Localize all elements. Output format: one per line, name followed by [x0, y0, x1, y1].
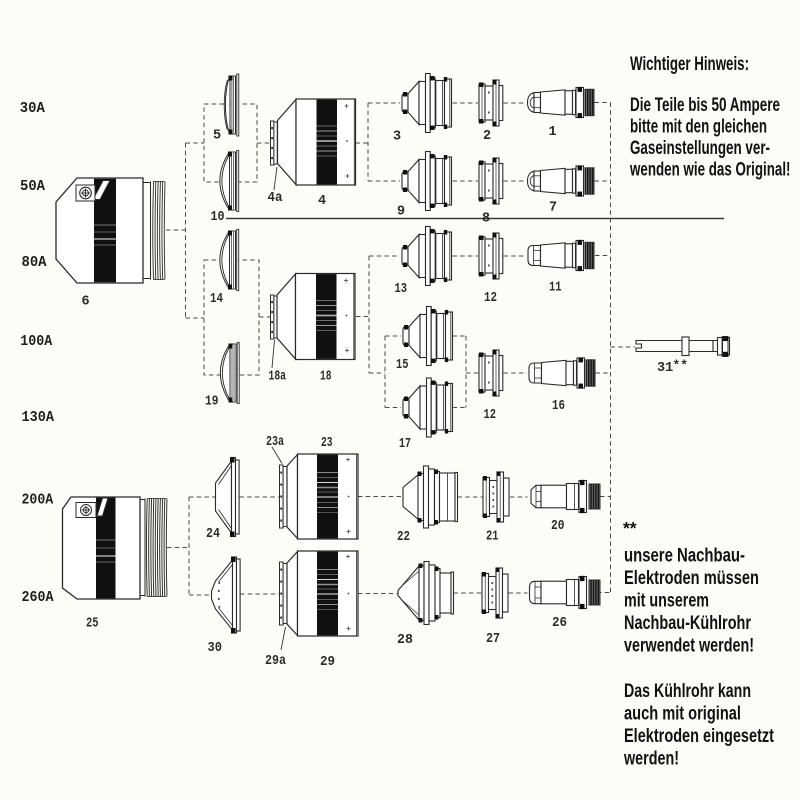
svg-text:**: ** — [673, 358, 689, 373]
svg-text:Das Kühlrohr kann: Das Kühlrohr kann — [624, 681, 751, 702]
svg-text:werden!: werden! — [623, 749, 679, 770]
svg-text:17: 17 — [399, 437, 411, 452]
svg-text:6: 6 — [82, 295, 90, 310]
svg-text:unsere Nachbau-: unsere Nachbau- — [624, 546, 745, 567]
svg-text:Nachbau-Kühlrohr: Nachbau-Kühlrohr — [624, 613, 751, 634]
svg-text:31: 31 — [657, 361, 673, 376]
svg-text:13: 13 — [395, 282, 408, 297]
svg-text:22: 22 — [397, 530, 410, 545]
svg-text:3: 3 — [393, 130, 401, 145]
svg-text:27: 27 — [486, 632, 500, 647]
svg-text:Elektroden müssen: Elektroden müssen — [624, 568, 759, 589]
svg-text:30: 30 — [208, 641, 223, 656]
svg-text:50A: 50A — [20, 179, 45, 195]
svg-text:18: 18 — [320, 370, 332, 385]
svg-text:verwendet werden!: verwendet werden! — [624, 636, 754, 657]
svg-text:18a: 18a — [269, 370, 287, 385]
svg-text:bitte mit den gleichen: bitte mit den gleichen — [630, 117, 767, 138]
svg-text:12: 12 — [484, 291, 497, 306]
svg-text:Gaseinstellungen ver-: Gaseinstellungen ver- — [630, 138, 770, 159]
svg-text:24: 24 — [206, 527, 220, 542]
svg-text:260A: 260A — [22, 590, 54, 606]
svg-text:200A: 200A — [22, 493, 54, 509]
svg-text:Elektroden eingesetzt: Elektroden eingesetzt — [624, 726, 775, 747]
svg-text:23a: 23a — [266, 435, 284, 450]
svg-text:28: 28 — [397, 633, 413, 648]
svg-text:**: ** — [623, 518, 637, 538]
svg-text:Wichtiger Hinweis:: Wichtiger Hinweis: — [630, 54, 749, 75]
svg-text:auch mit original: auch mit original — [624, 704, 741, 725]
svg-text:130A: 130A — [22, 410, 55, 426]
svg-text:11: 11 — [549, 281, 562, 296]
svg-text:7: 7 — [549, 201, 557, 216]
svg-text:80A: 80A — [22, 255, 47, 271]
svg-text:8: 8 — [482, 212, 490, 227]
svg-text:30A: 30A — [20, 101, 45, 117]
svg-text:29a: 29a — [265, 654, 286, 669]
svg-text:20: 20 — [551, 519, 565, 534]
svg-text:14: 14 — [210, 292, 223, 307]
svg-text:19: 19 — [205, 395, 219, 410]
svg-text:12: 12 — [484, 408, 497, 423]
svg-text:16: 16 — [552, 399, 565, 414]
svg-text:100A: 100A — [20, 334, 52, 350]
svg-text:wenden wie das Original!: wenden wie das Original! — [629, 160, 790, 181]
svg-text:1: 1 — [549, 125, 557, 140]
svg-text:4a: 4a — [268, 191, 283, 206]
svg-text:23: 23 — [321, 436, 333, 451]
svg-text:29: 29 — [320, 655, 335, 670]
svg-text:26: 26 — [552, 616, 567, 631]
svg-text:5: 5 — [213, 129, 221, 144]
svg-text:10: 10 — [211, 210, 225, 225]
svg-text:Die Teile bis 50 Ampere: Die Teile bis 50 Ampere — [630, 95, 780, 116]
svg-text:mit unserem: mit unserem — [624, 591, 709, 612]
svg-text:2: 2 — [483, 129, 491, 144]
svg-text:15: 15 — [396, 358, 409, 373]
svg-text:21: 21 — [486, 530, 499, 545]
svg-text:4: 4 — [318, 194, 326, 209]
svg-text:25: 25 — [86, 617, 99, 632]
svg-text:9: 9 — [397, 205, 405, 220]
